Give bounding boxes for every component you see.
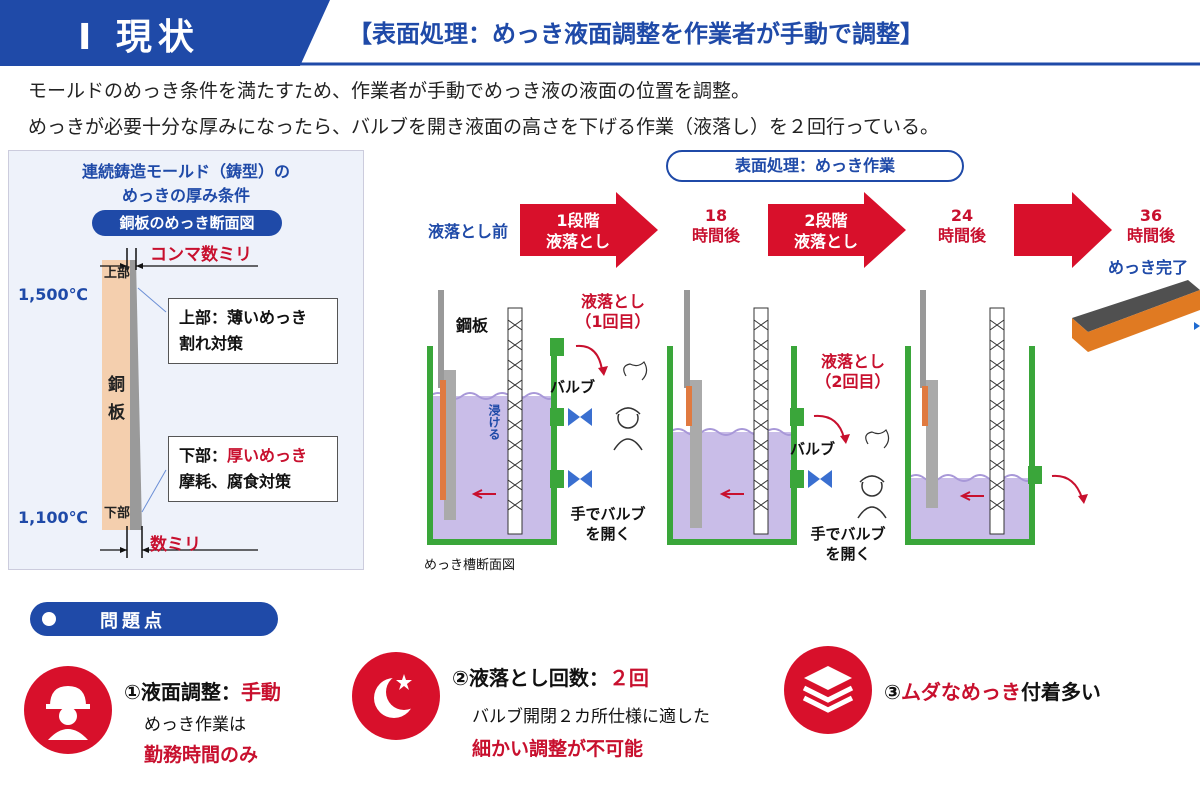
hand-valve-1-line-2: を開く — [585, 525, 631, 543]
arrow-1-line-2: 液落とし — [545, 232, 610, 251]
temperature-top: 1,500℃ — [18, 285, 88, 304]
stage-18h-number: 18 — [704, 206, 728, 225]
stage-36h-number: 36 — [1139, 206, 1163, 225]
callout-bottom-line-2: 摩耗、腐食対策 — [179, 472, 292, 491]
drain-1-label: 液落とし （1回目） — [570, 292, 656, 332]
problem-2-heading-emphasis: ２回 — [608, 666, 649, 690]
arrow-1-label: 1段階 液落とし — [520, 210, 636, 252]
intro-line-1: モールドのめっき条件を満たすため、作業者が手動でめっき液の液面の位置を調整。 — [28, 80, 751, 102]
plate-label-1: 銅 — [108, 375, 125, 395]
stage-before-drain: 液落とし前 — [427, 222, 508, 241]
dip-label: 浸ける — [487, 404, 501, 440]
plating-complete-label: めっき完了 — [1107, 258, 1188, 277]
layers-icon — [802, 666, 854, 713]
stage-24h: 24 時間後 — [914, 206, 1010, 246]
callout-top-plating: 上部：薄いめっき 割れ対策 — [168, 298, 338, 364]
problem-2-heading: ②液落とし回数：２回 — [452, 662, 649, 691]
problem-1-heading-emphasis: 手動 — [240, 680, 281, 704]
intro-line-2: めっきが必要十分な厚みになったら、バルブを開き液面の高さを下げる作業（液落し）を… — [28, 116, 940, 138]
panel-title-line-2: めっきの厚み条件 — [121, 186, 250, 205]
stage-24h-number: 24 — [950, 206, 974, 225]
temperature-bottom: 1,100℃ — [18, 508, 88, 527]
process-title: 表面処理：めっき作業 — [666, 150, 964, 182]
hand-valve-1-line-1: 手でバルブ — [570, 505, 646, 523]
panel-title-line-1: 連続鋳造モールド（鋳型）の — [81, 162, 290, 181]
drain-1-line-2: （1回目） — [575, 312, 651, 331]
plate-top-label: 上部 — [104, 266, 131, 281]
callout-top-line-2: 割れ対策 — [179, 334, 244, 353]
drain-1-line-1: 液落とし — [580, 292, 645, 311]
problem-1-heading-prefix: ①液面調整： — [124, 680, 241, 704]
problems-title: 問題点 — [100, 611, 166, 632]
stage-36h-text: 時間後 — [1126, 226, 1175, 245]
drain-2-label: 液落とし （2回目） — [810, 352, 896, 392]
stage-18h-text: 時間後 — [691, 226, 740, 245]
tank-caption: めっき槽断面図 — [424, 558, 516, 573]
problem-2-emphasis-a: 細かい調整が — [472, 738, 587, 760]
problem-2-heading-prefix: ②液落とし回数： — [452, 666, 609, 690]
problem-1-emphasis: 勤務時間のみ — [144, 744, 259, 766]
problem-3-prefix: ③ — [884, 680, 901, 704]
arrow-2-label: 2段階 液落とし — [768, 210, 884, 252]
callout-bottom-prefix: 下部： — [179, 446, 228, 465]
hand-valve-2-line-2: を開く — [825, 545, 871, 563]
plating-tank-diagram — [427, 280, 1200, 545]
hand-valve-2-label: 手でバルブ を開く — [802, 524, 894, 564]
hand-valve-2-line-1: 手でバルブ — [810, 525, 886, 543]
worker-icon — [46, 686, 90, 740]
steel-plate-label: 鋼板 — [456, 316, 489, 335]
plate-cross-section-diagram — [100, 248, 258, 558]
cross-section-pill: 銅板のめっき断面図 — [92, 210, 282, 236]
problem-2-emphasis: 細かい調整が不可能 — [472, 734, 643, 761]
problem-3-suffix: 付着多い — [1020, 680, 1101, 704]
arrow-1-line-1: 1段階 — [556, 211, 600, 230]
arrow-2-line-1: 2段階 — [804, 211, 848, 230]
problem-3-heading: ③ムダなめっき付着多い — [884, 676, 1101, 705]
hand-valve-1-label: 手でバルブ を開く — [562, 504, 654, 544]
moon-star-icon — [374, 674, 422, 718]
drain-2-line-2: （2回目） — [815, 372, 891, 391]
stage-24h-text: 時間後 — [937, 226, 986, 245]
page-title: 【表面処理：めっき液面調整を作業者が手動で調整】 — [348, 20, 924, 48]
top-thickness-label: コンマ数ミリ — [150, 245, 252, 265]
problem-2-emphasis-b: 不可能 — [586, 738, 644, 760]
header-band — [0, 0, 1200, 66]
stage-18h: 18 時間後 — [668, 206, 764, 246]
plate-label-2: 板 — [108, 403, 125, 423]
process-arrows — [520, 192, 1112, 268]
drain-2-line-1: 液落とし — [820, 352, 885, 371]
callout-bottom-emphasis: 厚いめっき — [227, 446, 308, 465]
valve-label-2: バルブ — [790, 440, 836, 458]
problem-1-body: めっき作業は — [144, 715, 246, 735]
section-label: Ⅰ 現状 — [78, 17, 200, 58]
arrow-2-line-2: 液落とし — [793, 232, 858, 251]
problems-bullet-dot — [42, 612, 56, 626]
callout-bottom-plating: 下部：厚いめっき 摩耗、腐食対策 — [168, 436, 338, 502]
callout-top-line-1: 上部：薄いめっき — [179, 308, 308, 327]
bottom-thickness-label: 数ミリ — [150, 535, 201, 555]
problems-pill — [30, 602, 278, 636]
problem-2-body: バルブ開閉２カ所仕様に適した — [472, 707, 710, 727]
valve-label-1: バルブ — [550, 378, 596, 396]
stage-36h: 36 時間後 — [1106, 206, 1196, 246]
problem-3-emphasis: ムダなめっき — [900, 680, 1021, 704]
problem-1-heading: ①液面調整：手動 — [124, 676, 281, 705]
plate-bottom-label: 下部 — [104, 506, 131, 521]
